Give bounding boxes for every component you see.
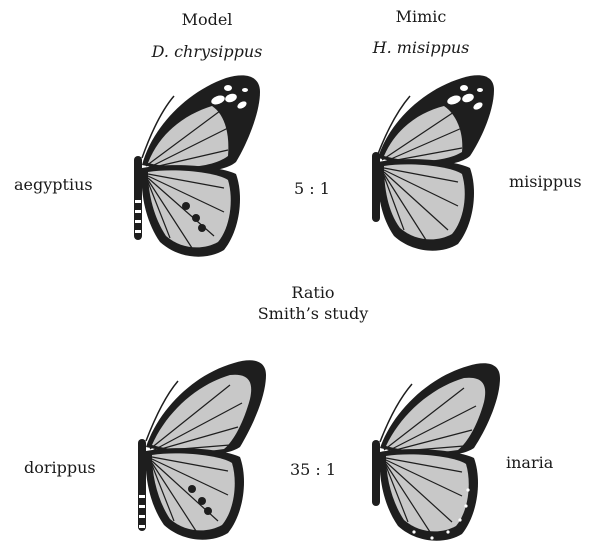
butterfly-icon — [372, 363, 500, 540]
